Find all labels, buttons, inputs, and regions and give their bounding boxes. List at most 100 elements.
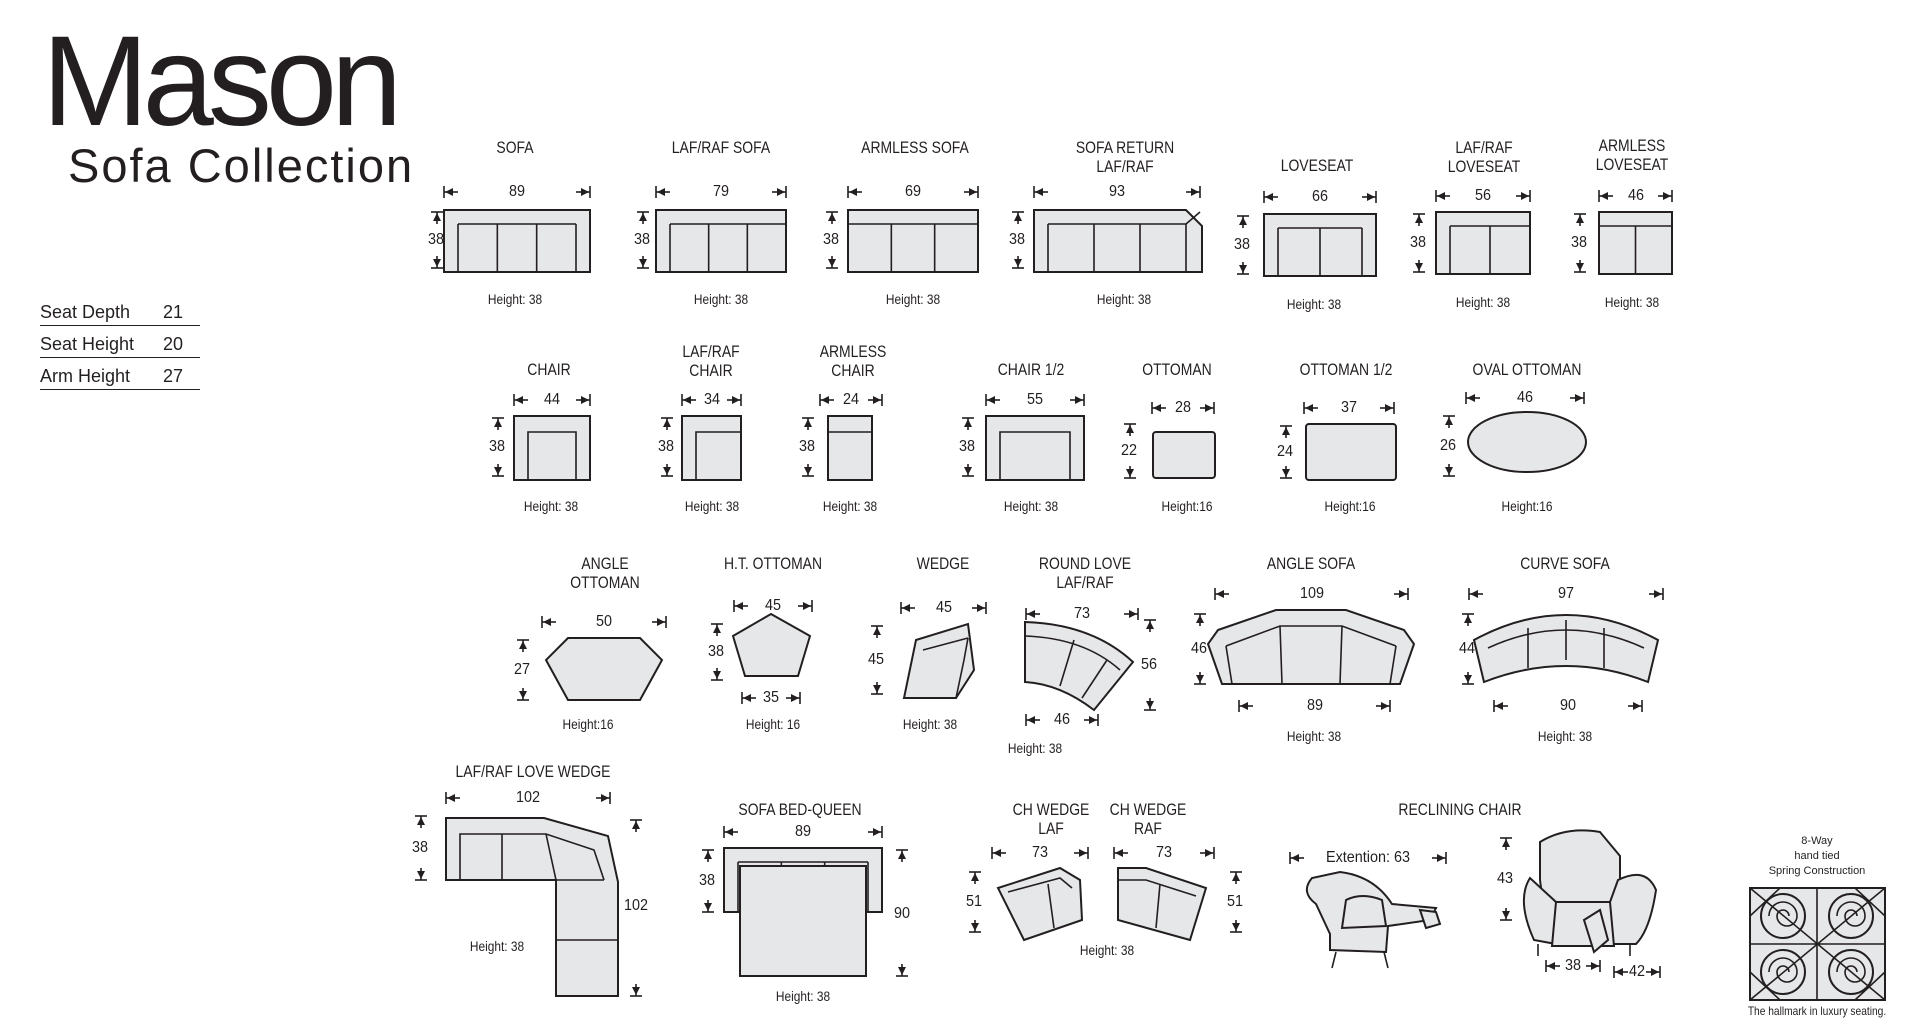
item-label: SOFA RETURN LAF/RAF <box>1075 138 1175 176</box>
item-ottoman <box>1124 402 1216 479</box>
frame <box>544 637 664 701</box>
dim-arrow-right-icon <box>732 396 740 404</box>
chair-legs <box>1537 944 1631 956</box>
dim-arrow-left-icon <box>543 618 551 626</box>
dim-arrow-left-icon <box>447 794 455 802</box>
item-height-note: Height: 38 <box>902 716 958 732</box>
spec-label: Seat Depth <box>40 302 131 322</box>
item-label: OTTOMAN 1/2 <box>1299 360 1393 379</box>
dim-arrow-right-icon <box>969 188 977 196</box>
chair-side-arm <box>1340 895 1388 930</box>
dim-arrow-up-icon <box>898 851 906 859</box>
depth-dimension: 38 <box>488 438 506 455</box>
width-dimension: 73 <box>1031 844 1049 861</box>
dim-arrow-right-icon <box>601 794 609 802</box>
dim-arrow-up-icon <box>1146 621 1154 629</box>
width-dimension: 38 <box>1564 957 1582 974</box>
item-label: ROUND LOVE LAF/RAF <box>1038 554 1132 592</box>
width-dimension: 46 <box>1516 389 1534 406</box>
dim-arrow-right-icon <box>1205 404 1213 412</box>
brand-title: Mason <box>42 10 402 153</box>
dim-arrow-right-icon <box>1079 849 1087 857</box>
item-wedge <box>871 602 987 699</box>
seat-divider <box>1081 659 1108 699</box>
seat-lines <box>1118 879 1197 929</box>
dim-arrow-down-icon <box>1502 911 1510 919</box>
item-height-note: Height: 38 <box>1455 294 1511 310</box>
item-label: ARMLESS CHAIR <box>819 342 887 380</box>
item-ch-wedge-laf <box>969 847 1089 942</box>
width-dimension: 24 <box>842 391 860 408</box>
depth-dimension-2: 90 <box>893 905 911 922</box>
dim-arrow-down-icon <box>1464 675 1472 683</box>
dim-arrow-down-icon <box>417 871 425 879</box>
dim-arrow-left-icon <box>987 396 995 404</box>
dim-arrow-down-icon <box>1146 701 1154 709</box>
width-dimension: 73 <box>1073 605 1091 622</box>
dim-arrow-right-icon <box>581 188 589 196</box>
item-ottoman-half <box>1280 402 1397 481</box>
item-chair <box>492 394 591 481</box>
dim-arrow-down-icon <box>873 685 881 693</box>
item-height-note: Height: 38 <box>693 291 749 307</box>
depth-dimension: 38 <box>633 231 651 248</box>
item-label: SOFA <box>496 138 534 157</box>
item-sofa-bed <box>702 826 908 977</box>
item-height-note: Height: 38 <box>487 291 543 307</box>
depth-dimension-2: 102 <box>623 897 649 914</box>
dim-arrow-down-icon <box>632 987 640 995</box>
dim-arrow-right-icon <box>1381 702 1389 710</box>
item-label: CH WEDGE RAF <box>1109 800 1187 838</box>
item-height-note: Height: 38 <box>523 498 579 514</box>
dim-arrow-right-icon <box>1591 962 1599 970</box>
dim-arrow-up-icon <box>828 213 836 221</box>
dim-arrow-down-icon <box>1239 265 1247 273</box>
item-chair-half <box>962 394 1085 481</box>
dim-arrow-up-icon <box>417 817 425 825</box>
width-dimension: 37 <box>1340 399 1358 416</box>
width-dimension: 97 <box>1557 585 1575 602</box>
dim-arrow-left-icon <box>1027 716 1035 724</box>
dim-arrow-down-icon <box>971 923 979 931</box>
item-label: CH WEDGE LAF <box>1012 800 1090 838</box>
item-sofa <box>431 186 591 273</box>
dim-arrow-left-icon <box>683 396 691 404</box>
frame <box>827 415 873 481</box>
item-armless-sofa <box>826 186 979 273</box>
item-label: ANGLE SOFA <box>1266 554 1356 573</box>
dim-arrow-up-icon <box>704 851 712 859</box>
depth-dimension: 46 <box>1190 640 1208 657</box>
dim-arrow-down-icon <box>1196 675 1204 683</box>
dim-arrow-right-icon <box>1129 610 1137 618</box>
width-dimension: 93 <box>1108 183 1126 200</box>
coil-spring-icon <box>1760 893 1806 939</box>
dim-arrow-up-icon <box>971 873 979 881</box>
chair-front-arm-left <box>1522 876 1557 946</box>
item-height-note: Height: 38 <box>885 291 941 307</box>
item-loveseat <box>1237 191 1377 277</box>
width-dimension: 45 <box>935 599 952 616</box>
corner-line <box>1185 211 1201 225</box>
dim-arrow-down-icon <box>1445 467 1453 475</box>
dim-arrow-left-icon <box>1615 968 1623 976</box>
dim-arrow-down-icon <box>1014 259 1022 267</box>
frame <box>1024 620 1135 712</box>
coil-spiral-icon <box>1836 957 1866 983</box>
frame <box>1435 211 1531 275</box>
coil-spring-icon <box>1828 893 1874 939</box>
seat-lines <box>1007 877 1073 929</box>
coil-spiral-icon <box>1836 901 1866 927</box>
dim-arrow-up-icon <box>713 625 721 633</box>
dim-arrow-up-icon <box>964 419 972 427</box>
frame <box>902 622 976 699</box>
item-oval-ottoman <box>1443 392 1587 477</box>
item-label: SOFA BED-QUEEN <box>738 800 862 819</box>
frame <box>655 209 787 273</box>
brand-subtitle: Sofa Collection <box>68 139 415 192</box>
item-armless-chair <box>802 394 883 481</box>
dim-arrow-down-icon <box>1126 469 1134 477</box>
item-label: CURVE SOFA <box>1520 554 1610 573</box>
dim-arrow-down-icon <box>663 467 671 475</box>
dim-arrow-down-icon <box>433 259 441 267</box>
